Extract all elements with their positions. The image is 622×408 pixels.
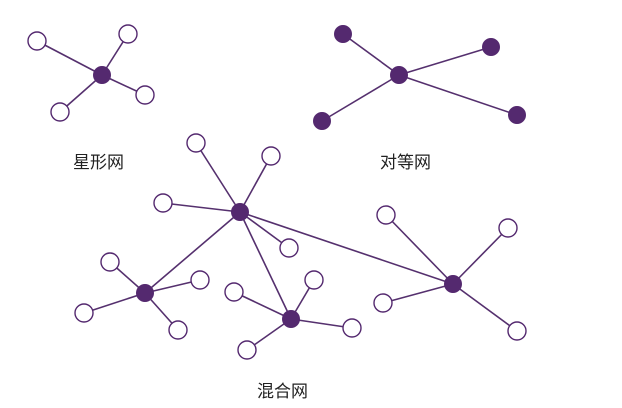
hybrid-middle-hub-node [282,310,300,328]
hybrid-leaf-node [190,270,210,290]
hybrid-right-hub-node [444,275,462,293]
hybrid-edge [452,227,509,285]
hybrid-leaf-node [304,270,324,290]
hybrid-leaf-node [498,218,518,238]
hybrid-left-hub-node [136,284,154,302]
peer-network [313,25,526,130]
hybrid-edge [239,155,272,213]
peer-center-node [390,66,408,84]
hybrid-network [74,133,527,360]
hybrid-edge [83,292,146,314]
peer-node [482,38,500,56]
hybrid-leaf-node [224,282,244,302]
hybrid-hub-link [239,211,454,285]
star-network [27,24,155,122]
star-leaf-node [118,24,138,44]
hybrid-leaf-node [100,252,120,272]
peer-edge [398,46,492,76]
hybrid-leaf-node [376,205,396,225]
hybrid-edge [233,291,292,320]
star-leaf-node [135,85,155,105]
hybrid-edge [382,283,454,304]
hybrid-leaf-node [342,318,362,338]
hybrid-leaf-node [279,238,299,258]
star-hub-node [93,66,111,84]
star-leaf-node [27,31,47,51]
hybrid-leaf-node [74,303,94,323]
hybrid-network-label: 混合网 [257,382,308,402]
hybrid-edge [452,283,518,332]
peer-node [334,25,352,43]
peer-edge [398,74,518,116]
hybrid-edge [162,202,241,213]
hybrid-central-hub-node [231,203,249,221]
hybrid-leaf-node [261,146,281,166]
star-leaf-node [50,102,70,122]
peer-edge [321,74,400,122]
peer-network-label: 对等网 [380,153,431,173]
hybrid-leaf-node [237,340,257,360]
star-edge [36,40,103,76]
hybrid-leaf-node [507,321,527,341]
hybrid-edge [195,142,241,213]
hybrid-hub-link [144,211,241,294]
star-network-label: 星形网 [73,153,124,173]
hybrid-edge [290,318,353,329]
peer-edge [342,33,400,76]
hybrid-hub-link [239,211,292,320]
hybrid-leaf-node [153,193,173,213]
hybrid-edge [385,214,454,285]
peer-node [508,106,526,124]
peer-node [313,112,331,130]
hybrid-leaf-node [373,293,393,313]
hybrid-leaf-node [186,133,206,153]
hybrid-leaf-node [168,320,188,340]
hybrid-edge [239,211,290,249]
